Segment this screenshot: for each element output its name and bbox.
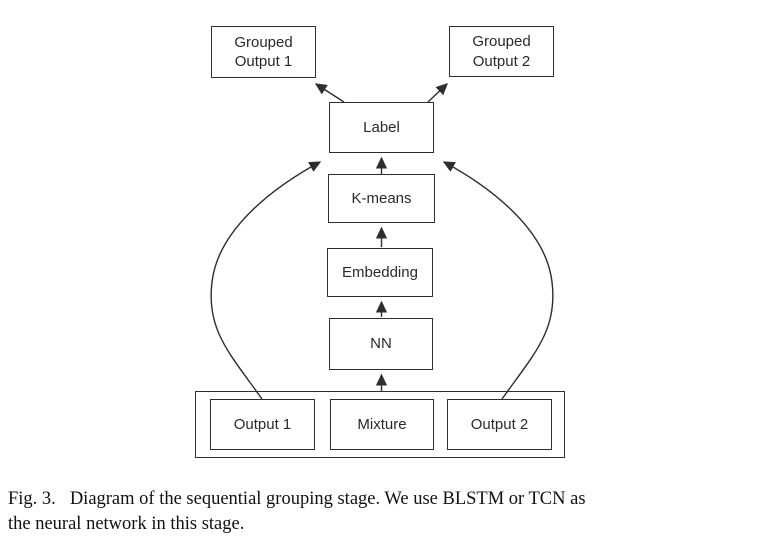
input-group-container <box>195 391 565 458</box>
node-embedding: Embedding <box>327 248 433 297</box>
arrow-label-to-grouped-output-1 <box>314 83 345 103</box>
node-label: Label <box>329 102 434 153</box>
node-output-1: Output 1 <box>210 399 315 450</box>
node-embedding-label: Embedding <box>342 263 418 281</box>
node-grouped-output-2: Grouped Output 2 <box>449 26 554 77</box>
caption-line-2: the neural network in this stage. <box>8 514 245 534</box>
figure-caption: Fig. 3. Diagram of the sequential groupin… <box>8 487 758 537</box>
node-nn-label: NN <box>370 335 392 353</box>
node-grouped-output-2-label: Grouped Output 2 <box>472 33 531 70</box>
arrow-output1-to-label <box>210 161 322 400</box>
node-output-2: Output 2 <box>447 399 552 450</box>
node-grouped-output-1-label: Grouped Output 1 <box>234 33 293 71</box>
node-label-text: Label <box>363 118 400 136</box>
arrow-output2-to-label <box>442 161 554 400</box>
node-grouped-output-1: Grouped Output 1 <box>211 26 316 78</box>
node-output-1-label: Output 1 <box>233 415 292 433</box>
node-k-means-label: K-means <box>351 189 412 207</box>
arrow-label-to-grouped-output-2 <box>427 83 449 103</box>
node-mixture: Mixture <box>330 399 434 450</box>
figure-number: Fig. 3. <box>8 489 56 509</box>
node-nn: NN <box>329 318 433 370</box>
node-mixture-label: Mixture <box>357 415 407 433</box>
caption-line-1: Diagram of the sequential grouping stage… <box>69 489 586 509</box>
node-k-means: K-means <box>328 174 435 223</box>
sequential-grouping-diagram: Grouped Output 1 Grouped Output 2 Label … <box>195 26 565 458</box>
node-output-2-label: Output 2 <box>470 415 529 433</box>
